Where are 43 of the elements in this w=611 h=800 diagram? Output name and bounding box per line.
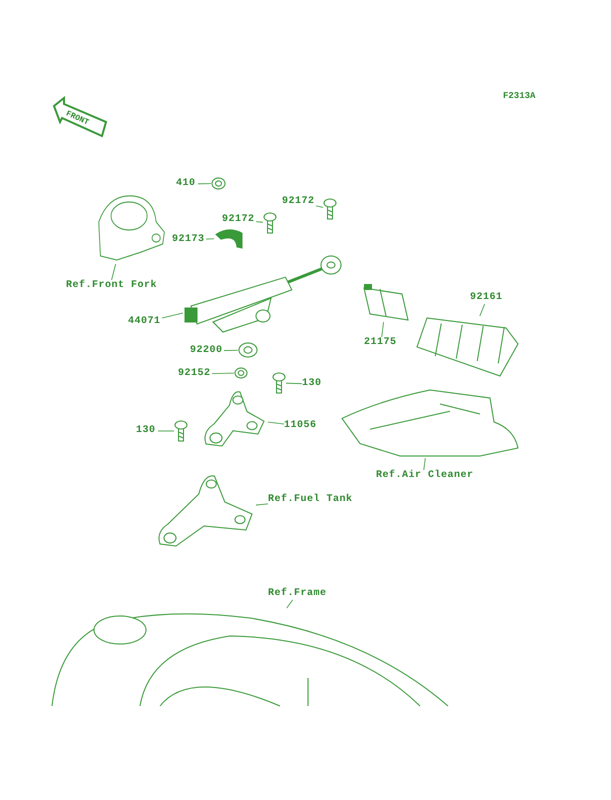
cover-drawing	[415, 316, 520, 378]
direction-label: FRONT	[64, 108, 90, 130]
washer-drawing	[238, 342, 258, 358]
leader-line	[286, 600, 293, 608]
callout-number: 92172	[282, 196, 316, 208]
callout-number: 44071	[128, 316, 162, 328]
leader-line	[256, 221, 264, 223]
callout-number: 11056	[284, 420, 318, 432]
callout-number: 92173	[172, 234, 206, 246]
bolt-drawing	[174, 420, 188, 442]
leader-line	[158, 430, 174, 432]
washer-drawing	[234, 367, 248, 379]
leader-line	[162, 312, 184, 318]
leader-line	[212, 372, 234, 374]
reference-label: Ref.Fuel Tank	[268, 494, 350, 506]
bolt-drawing	[272, 372, 286, 394]
leader-line	[381, 322, 384, 338]
callout-number: 130	[302, 378, 324, 390]
drawing-code: F2313A	[503, 90, 536, 103]
leader-line	[268, 422, 284, 424]
bolt-drawing	[323, 198, 337, 220]
leader-line	[423, 458, 426, 470]
reference-label: Ref.Air Cleaner	[376, 470, 470, 482]
leader-line	[286, 382, 302, 384]
callout-number: 410	[176, 178, 198, 190]
leader-line	[198, 183, 212, 184]
callout-number: 92152	[178, 368, 212, 380]
callout-number: 21175	[364, 337, 398, 349]
bolt-drawing	[263, 212, 277, 234]
reference-label: Ref.Frame	[268, 588, 326, 600]
leader-line	[316, 205, 324, 208]
leader-line	[479, 304, 485, 316]
leader-line	[256, 504, 268, 506]
reference-label: Ref.Front Fork	[66, 280, 154, 292]
washer-drawing	[211, 177, 226, 190]
leader-line	[206, 238, 214, 240]
leader-line	[224, 350, 238, 351]
callout-number: 92200	[190, 345, 224, 357]
callout-number: 130	[136, 425, 158, 437]
callout-number: 92161	[470, 292, 504, 304]
module-drawing	[362, 282, 410, 322]
callout-number: 92172	[222, 214, 256, 226]
leader-line	[111, 264, 116, 280]
